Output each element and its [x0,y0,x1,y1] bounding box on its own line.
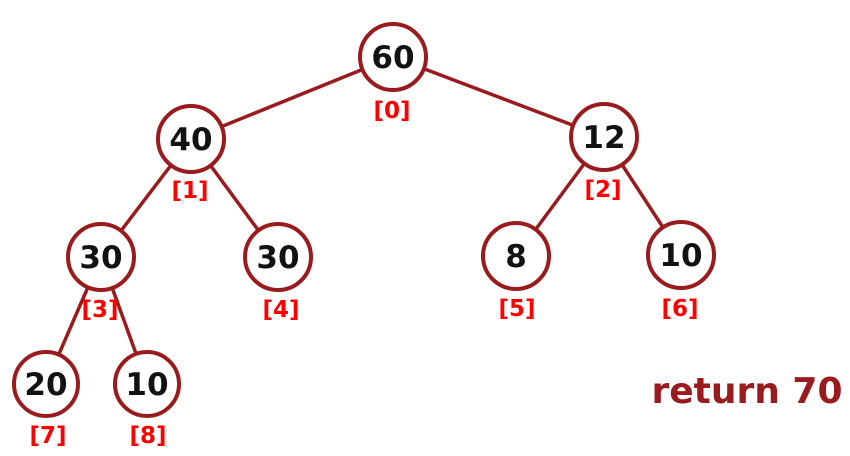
node-circle [646,220,716,290]
tree-node: 12 [2] [569,102,639,203]
tree-node: 40 [1] [156,104,226,204]
node-value: 12 [582,120,625,156]
node-value: 30 [256,240,299,276]
node-circle [569,102,639,172]
node-index-label: [0] [373,98,410,124]
node-circle [66,222,136,292]
tree-node: 8 [5] [481,221,551,322]
tree-edges [44,55,683,386]
return-value-text: return 70 [651,371,842,412]
node-index-label: [8] [129,423,166,449]
node-circle [113,350,181,418]
node-index-label: [7] [29,423,66,449]
node-value: 8 [505,239,527,275]
node-index-label: [3] [81,297,118,323]
tree-node: 10 [6] [646,220,716,322]
node-value: 30 [79,240,122,276]
node-circle [358,22,428,92]
tree-node: 60 [0] [358,22,428,124]
node-index-label: [2] [584,177,621,203]
tree-node: 20 [7] [12,350,80,449]
node-circle [481,221,551,291]
node-index-label: [4] [262,297,299,323]
node-index-label: [6] [661,296,698,322]
node-value: 60 [371,40,414,76]
node-circle [156,104,226,174]
node-value: 40 [169,122,212,158]
node-circle [243,222,313,292]
tree-edge-0-2 [391,55,606,139]
node-value: 20 [24,367,67,403]
node-value: 10 [125,367,168,403]
node-value: 10 [659,238,702,274]
node-index-label: [1] [171,178,208,204]
node-index-label: [5] [498,296,535,322]
tree-node: 30 [3] [66,222,136,323]
tree-node: 30 [4] [243,222,313,323]
tree-edge-0-1 [189,55,395,141]
tree-node: 10 [8] [113,350,181,449]
node-circle [12,350,80,418]
